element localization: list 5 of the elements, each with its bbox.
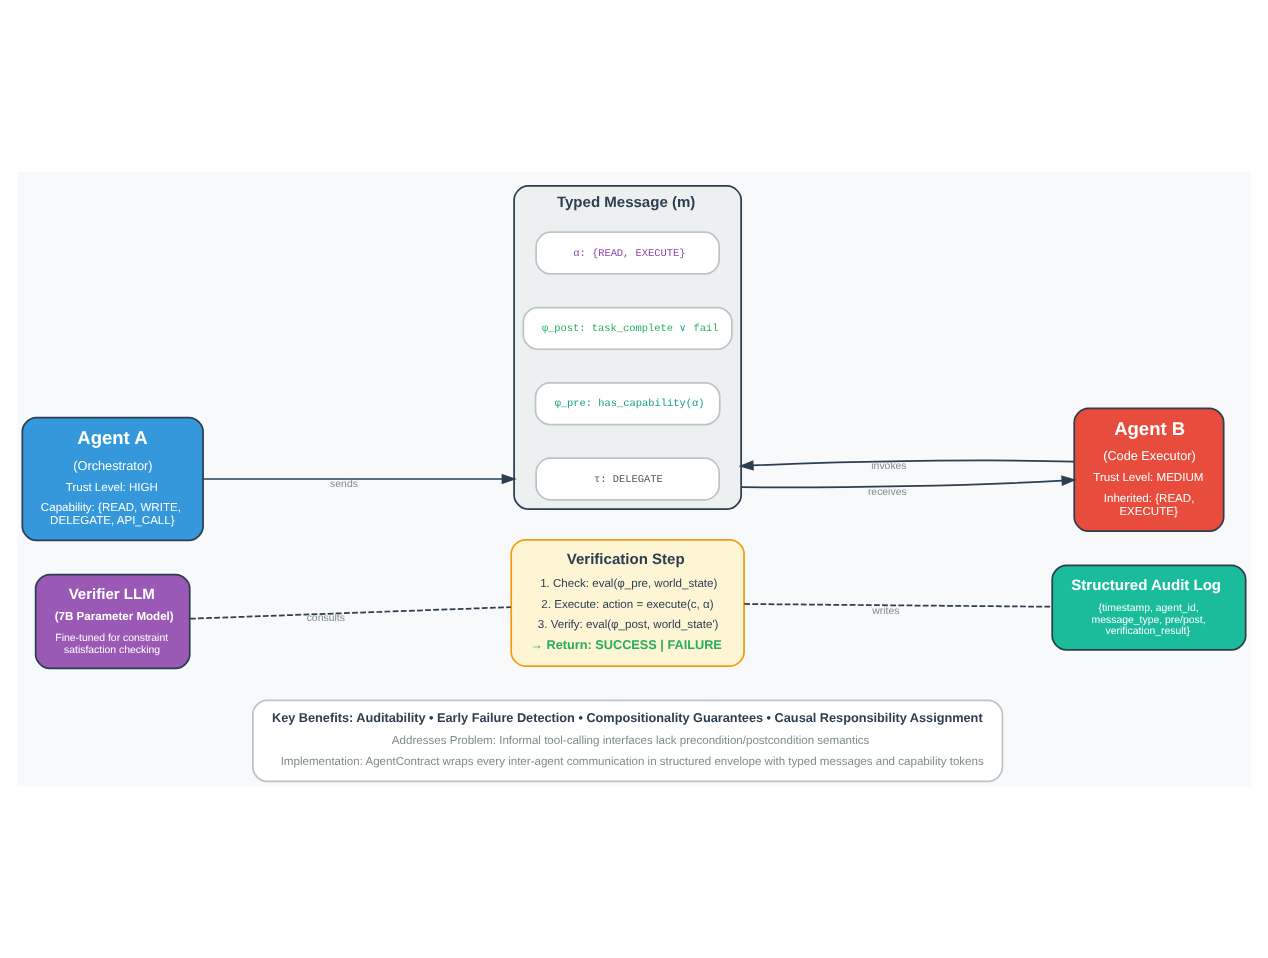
connector (743, 603, 1054, 608)
arrow (202, 473, 517, 485)
arrow (740, 475, 1077, 489)
connector (189, 606, 512, 620)
arrow (738, 459, 1075, 471)
